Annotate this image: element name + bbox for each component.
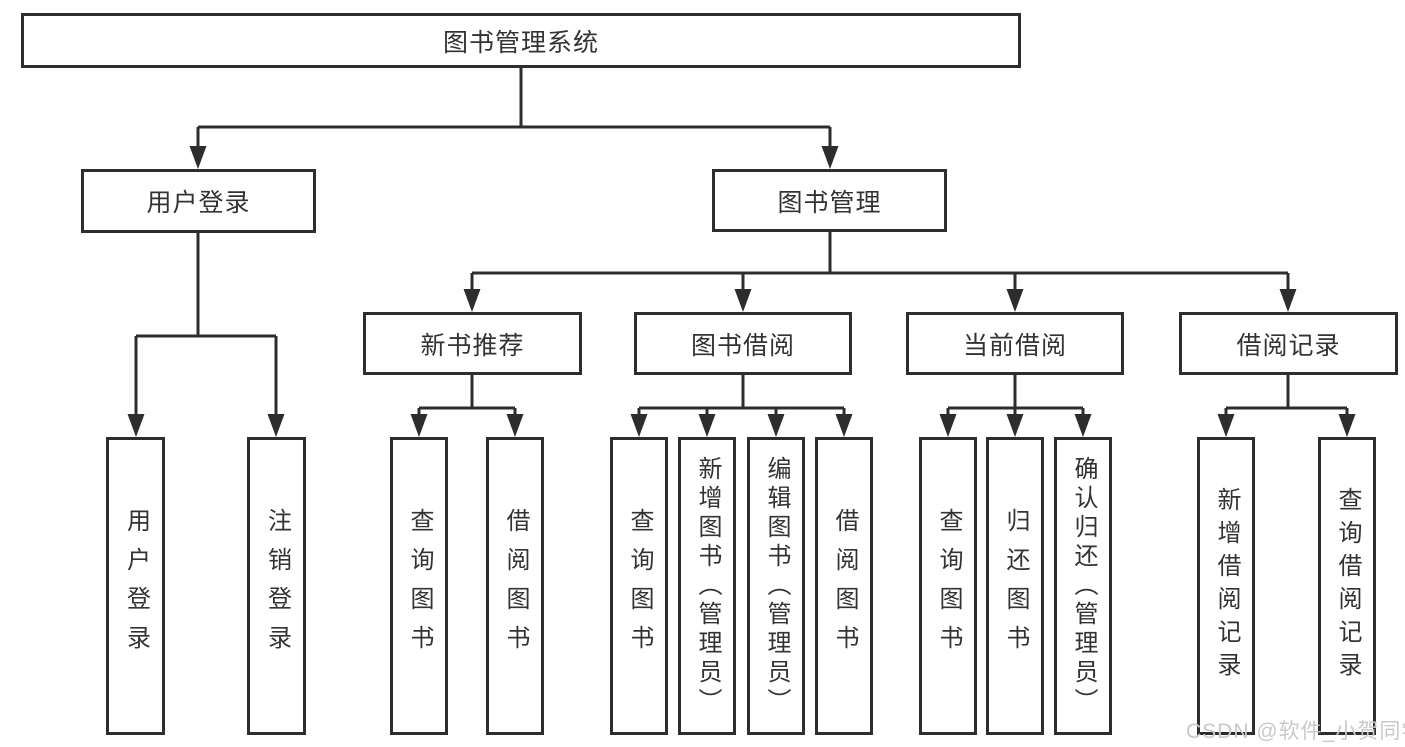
leaf-label: 新增图书（管理员） — [694, 455, 721, 717]
node-current-borrowing: 当前借阅 — [906, 312, 1124, 375]
leaf-label: 新增借阅记录 — [1213, 487, 1240, 685]
arrowhead — [267, 414, 285, 437]
arrowhead — [410, 414, 428, 437]
watermark: CSDN @软件_小贺同学 — [1186, 720, 1405, 743]
leaf-label: 确认归还（管理员） — [1070, 455, 1097, 717]
leaf-label: 归还图书 — [1002, 508, 1029, 664]
arrowhead — [939, 414, 957, 437]
arrowhead — [1279, 289, 1297, 312]
node-borrowing-records: 借阅记录 — [1179, 312, 1398, 375]
arrowhead — [734, 289, 752, 312]
leaf-label: 查询借阅记录 — [1334, 487, 1361, 685]
arrowhead — [630, 414, 648, 437]
leaf-label: 查询图书 — [935, 508, 962, 664]
arrowhead — [1074, 414, 1092, 437]
node-book-borrowing: 图书借阅 — [634, 312, 852, 375]
leaf-add-book-admin: 新增图书（管理员） — [678, 437, 736, 735]
node-book-management: 图书管理 — [712, 169, 947, 232]
leaf-edit-book-admin: 编辑图书（管理员） — [747, 437, 805, 735]
arrowhead — [1006, 414, 1024, 437]
arrowhead — [767, 414, 785, 437]
leaf-query-borrow-record: 查询借阅记录 — [1318, 437, 1376, 735]
arrowhead — [1338, 414, 1356, 437]
arrowhead — [821, 146, 839, 169]
leaf-confirm-return-admin: 确认归还（管理员） — [1054, 437, 1112, 735]
arrowhead — [463, 289, 481, 312]
leaf-return-books: 归还图书 — [986, 437, 1044, 735]
leaf-label: 用户登录 — [122, 508, 150, 664]
leaf-label: 查询图书 — [626, 508, 653, 664]
arrowhead — [1217, 414, 1235, 437]
arrowhead — [698, 414, 716, 437]
leaf-label: 借阅图书 — [502, 508, 529, 664]
arrowhead — [189, 146, 207, 169]
leaf-add-borrow-record: 新增借阅记录 — [1197, 437, 1255, 735]
arrowhead — [1006, 289, 1024, 312]
node-library-management-system: 图书管理系统 — [21, 13, 1021, 68]
leaf-label: 注销登录 — [263, 508, 291, 664]
node-new-book-recommendation: 新书推荐 — [363, 312, 582, 375]
leaf-label: 借阅图书 — [831, 508, 858, 664]
arrowheads — [127, 146, 1356, 437]
leaf-query-books-1: 查询图书 — [390, 437, 448, 735]
arrowhead — [127, 414, 145, 437]
leaf-query-books-3: 查询图书 — [919, 437, 977, 735]
leaf-borrow-books-1: 借阅图书 — [486, 437, 544, 735]
leaf-label: 编辑图书（管理员） — [763, 455, 790, 717]
leaf-user-login: 用户登录 — [106, 437, 165, 735]
node-user-login: 用户登录 — [81, 169, 316, 233]
arrowhead — [506, 414, 524, 437]
leaf-borrow-books-2: 借阅图书 — [815, 437, 873, 735]
arrowhead — [835, 414, 853, 437]
leaf-query-books-2: 查询图书 — [610, 437, 668, 735]
leaf-label: 查询图书 — [406, 508, 433, 664]
leaf-logout: 注销登录 — [247, 437, 306, 735]
